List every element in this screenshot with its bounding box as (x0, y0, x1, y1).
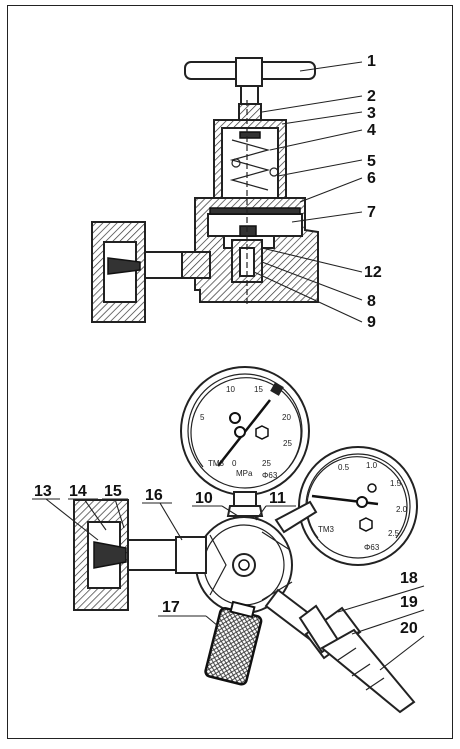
callout-7: 7 (367, 204, 376, 221)
figure-border (7, 5, 453, 739)
inlet-filter (93, 541, 127, 569)
gauge-right-tick: 1.5 (390, 479, 402, 488)
outlet-assembly (264, 588, 416, 714)
diaphragm (209, 207, 301, 215)
gauge-right-mark: Φ63 (364, 543, 380, 552)
spring-coil (269, 167, 279, 177)
spring-coil (231, 158, 241, 168)
gauge-left-mark: 25 (262, 459, 271, 468)
spring-plate (239, 131, 261, 139)
inlet-nipple (175, 536, 207, 574)
callout-15: 15 (104, 483, 122, 500)
callout-17: 17 (162, 599, 180, 616)
gauge-left-unit: MPa (236, 469, 253, 478)
low-pressure-gauge (298, 446, 418, 566)
inlet-filter (107, 257, 141, 275)
callout-9: 9 (367, 314, 376, 331)
callout-10: 10 (195, 490, 213, 507)
callout-4: 4 (367, 122, 376, 139)
gauge-left-tick: 10 (226, 385, 235, 394)
callout-1: 1 (367, 53, 376, 70)
gauge-right-tick: 2.0 (396, 505, 408, 514)
callout-18: 18 (400, 570, 418, 587)
callout-5: 5 (367, 153, 376, 170)
callout-11: 11 (269, 490, 286, 507)
assembly-view (73, 366, 418, 714)
callout-3: 3 (367, 105, 376, 122)
gauge-right-tick: 0.5 (338, 463, 350, 472)
callout-16: 16 (145, 487, 163, 504)
gauge-right-mark: TM3 (318, 525, 335, 534)
adjusting-knob (204, 600, 263, 686)
pressure-block (239, 225, 257, 237)
needle-pivot (234, 426, 246, 438)
callout-20: 20 (400, 620, 418, 637)
callout-12: 12 (364, 264, 382, 281)
sectional-view (91, 57, 319, 323)
gauge-left-tick: 25 (283, 439, 292, 448)
callout-2: 2 (367, 88, 376, 105)
gauge-stem-right (274, 500, 318, 534)
gauge-left-mark: 0 (232, 459, 237, 468)
top-leader-lines (253, 61, 363, 323)
gauge-stem-nut (226, 505, 264, 517)
gauge-left-tick: 20 (282, 413, 291, 422)
callout-8: 8 (367, 293, 376, 310)
gauge-left-tick: 15 (254, 385, 263, 394)
hose-nipple (320, 628, 416, 714)
gauge-left-tick: 5 (200, 413, 205, 422)
bottom-leader-lines (32, 498, 425, 671)
gauge-right-tick: 1.0 (366, 461, 378, 470)
pressure-spring (229, 139, 271, 191)
callout-19: 19 (400, 594, 418, 611)
gauge-right-tick: 2.5 (388, 529, 400, 538)
callout-13: 13 (34, 483, 52, 500)
callout-14: 14 (69, 483, 87, 500)
gauge-left-mark: TM3 (208, 459, 225, 468)
gauge-left-mark: Φ63 (262, 471, 278, 480)
callout-6: 6 (367, 170, 376, 187)
inlet-nipple (181, 251, 211, 279)
